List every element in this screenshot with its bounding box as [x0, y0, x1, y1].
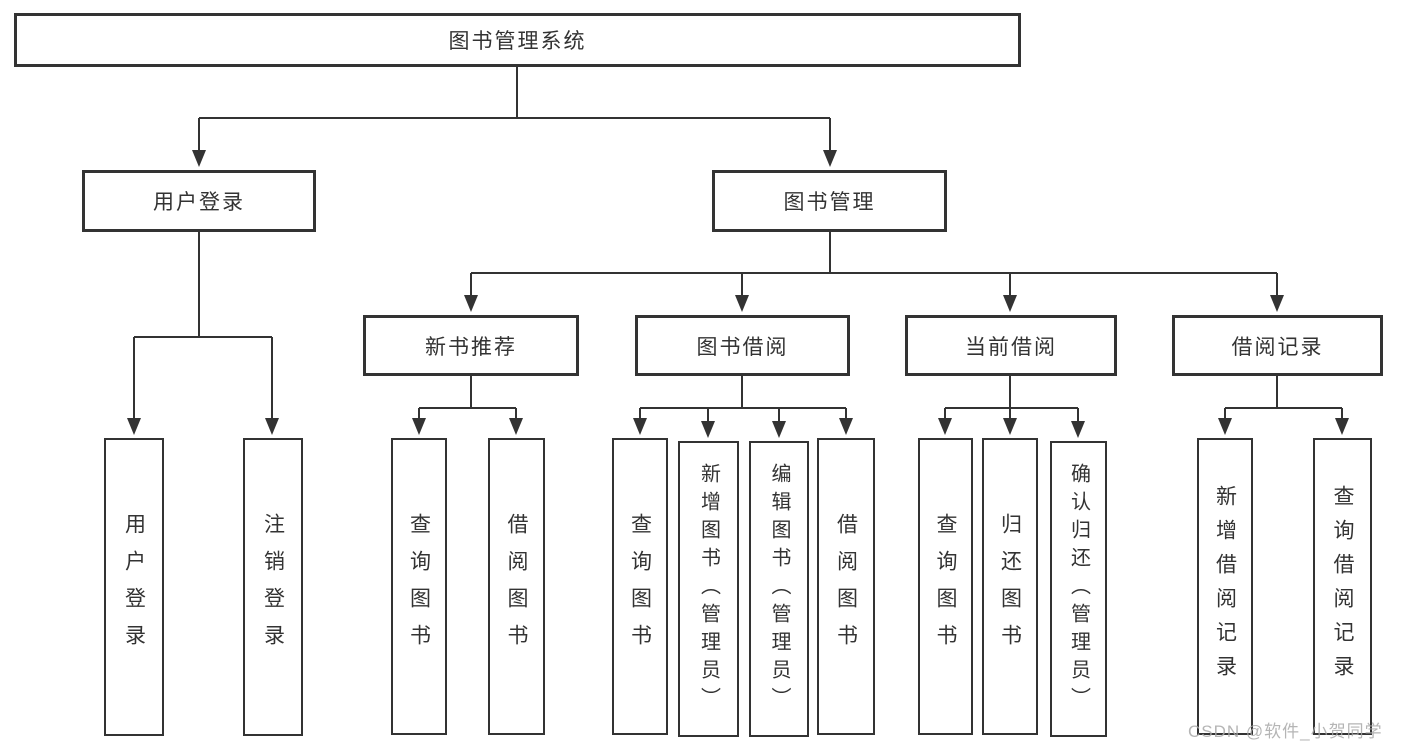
node-new-book-recommendation: 新书推荐 [363, 315, 579, 376]
node-library-management-system: 图书管理系统 [14, 13, 1021, 67]
node-book-management: 图书管理 [712, 170, 947, 232]
arrow-heads [127, 150, 1349, 438]
node-book-borrowing: 图书借阅 [635, 315, 850, 376]
leaf-label: 确认归还（管理员） [1067, 463, 1090, 715]
leaf-query-books: 查询图书 [391, 438, 447, 735]
leaf-query-books: 查询图书 [612, 438, 668, 735]
leaf-label: 查询图书 [934, 512, 957, 661]
leaf-borrow-books: 借阅图书 [488, 438, 545, 735]
leaf-add-borrow-record: 新增借阅记录 [1197, 438, 1253, 735]
leaf-query-borrow-record: 查询借阅记录 [1313, 438, 1372, 735]
leaf-return-book: 归还图书 [982, 438, 1038, 735]
leaf-edit-book-admin: 编辑图书（管理员） [749, 441, 809, 737]
node-borrowing-records: 借阅记录 [1172, 315, 1383, 376]
leaf-label: 查询图书 [628, 512, 652, 661]
node-label: 新书推荐 [425, 335, 517, 359]
leaf-label: 注销登录 [261, 513, 285, 661]
node-current-borrowing: 当前借阅 [905, 315, 1117, 376]
leaf-label: 用户登录 [122, 513, 146, 661]
node-label: 用户登录 [153, 191, 245, 214]
node-label: 借阅记录 [1231, 335, 1324, 359]
leaf-logout: 注销登录 [243, 438, 303, 736]
leaf-label: 新增借阅记录 [1213, 484, 1237, 689]
node-label: 图书借阅 [696, 335, 789, 359]
leaf-user-login: 用户登录 [104, 438, 164, 736]
leaf-confirm-return-admin: 确认归还（管理员） [1050, 441, 1107, 737]
leaf-label: 借阅图书 [834, 512, 858, 661]
node-label: 当前借阅 [965, 335, 1057, 359]
node-label: 图书管理系统 [448, 30, 587, 53]
leaf-query-books: 查询图书 [918, 438, 973, 735]
leaf-add-book-admin: 新增图书（管理员） [678, 441, 739, 737]
csdn-watermark: CSDN @软件_小贺同学 [1188, 722, 1383, 741]
leaf-label: 新增图书（管理员） [697, 463, 720, 715]
leaf-label: 查询图书 [407, 512, 431, 661]
leaf-label: 借阅图书 [505, 512, 528, 661]
leaf-label: 查询借阅记录 [1331, 484, 1354, 689]
leaf-label: 归还图书 [998, 512, 1022, 661]
leaf-borrow-books: 借阅图书 [817, 438, 875, 735]
node-user-login: 用户登录 [82, 170, 316, 232]
leaf-label: 编辑图书（管理员） [768, 463, 790, 715]
node-label: 图书管理 [783, 191, 876, 214]
connector-segments [133, 67, 1343, 422]
